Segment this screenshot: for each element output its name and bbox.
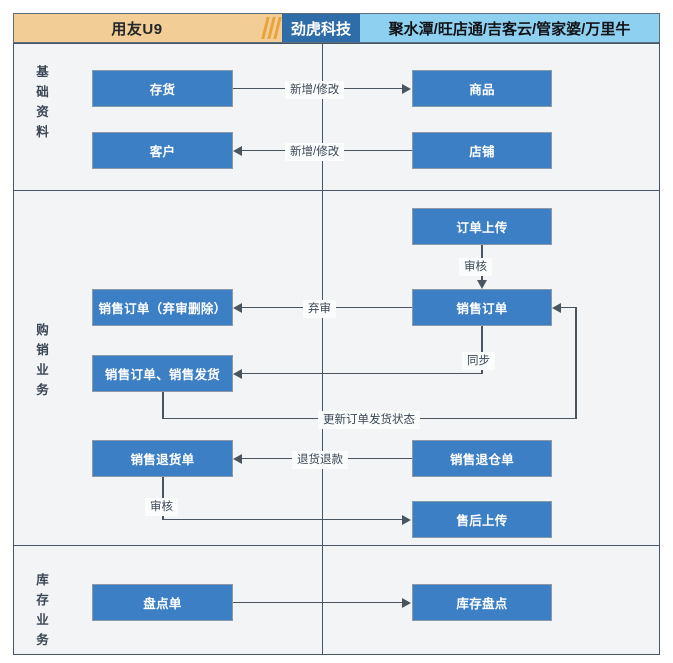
header-platforms-label: 聚水潭/旺店通/吉客云/管家婆/万里牛 [360, 14, 659, 42]
node-sales-order-void-delete[interactable]: 销售订单（弃审删除） [92, 289, 233, 326]
edge-stocktaking-to-inventory-check [233, 601, 403, 604]
edge-label-void: 弃审 [303, 300, 336, 318]
edge-label-return-refund: 退货退款 [292, 451, 348, 469]
section-divider-1 [13, 190, 660, 191]
node-shop[interactable]: 店铺 [412, 132, 552, 169]
section-label-trade-business: 购 销 业 务 [36, 323, 50, 397]
section-divider-2 [13, 545, 660, 546]
section-label-basic-data: 基 础 资 料 [36, 65, 50, 139]
edge-sync-horizontal [242, 372, 482, 375]
node-inventory[interactable]: 存货 [92, 70, 233, 107]
node-sales-return-order[interactable]: 销售退货单 [92, 440, 233, 477]
edge-update-status-right-vertical [575, 307, 577, 419]
edge-update-status-left-vertical [162, 392, 164, 419]
node-order-upload[interactable]: 订单上传 [412, 208, 552, 245]
node-sales-order[interactable]: 销售订单 [412, 289, 552, 326]
header-erp-system-label: 用友U9 [14, 14, 260, 42]
edge-label-add-modify-1: 新增/修改 [285, 81, 345, 99]
node-sales-warehouse-return[interactable]: 销售退仓单 [412, 440, 552, 477]
header-band: 用友U9 劲虎科技 聚水潭/旺店通/吉客云/管家婆/万里牛 [13, 13, 660, 43]
edge-arrow-shop-to-customer [233, 145, 242, 156]
header-brand-label: 劲虎科技 [282, 14, 360, 42]
edge-arrow-update-status-to-sales-order [552, 302, 561, 313]
edge-arrow-audit2-to-after-sales-upload [402, 514, 411, 525]
edge-audit2-horizontal [162, 518, 403, 521]
edge-label-audit-1: 审核 [459, 258, 492, 276]
edge-label-sync: 同步 [462, 352, 495, 370]
edge-label-add-modify-2: 新增/修改 [285, 143, 345, 161]
node-inventory-check[interactable]: 库存盘点 [412, 584, 552, 621]
edge-arrow-sync-to-delivery [233, 368, 242, 379]
node-product[interactable]: 商品 [412, 70, 552, 107]
node-sales-order-and-delivery[interactable]: 销售订单、销售发货 [92, 355, 233, 392]
edge-update-status-into-sales-order [561, 306, 577, 309]
center-column-divider [322, 43, 323, 655]
node-customer[interactable]: 客户 [92, 132, 233, 169]
edge-arrow-sales-order-to-void-delete [233, 302, 242, 313]
edge-label-audit-2: 审核 [145, 498, 178, 516]
node-stocktaking-sheet[interactable]: 盘点单 [92, 584, 233, 621]
node-after-sales-upload[interactable]: 售后上传 [412, 501, 552, 538]
edge-sync-vertical [481, 326, 483, 374]
edge-label-update-delivery-status: 更新订单发货状态 [318, 411, 420, 429]
edge-arrow-order-upload-to-sales-order [477, 280, 487, 289]
edge-arrow-inventory-to-product [402, 83, 411, 94]
edge-arrow-stocktaking-to-inventory-check [402, 597, 411, 608]
section-label-inventory-business: 库 存 业 务 [36, 573, 50, 647]
three-slash-logo-icon [260, 14, 282, 42]
edge-arrow-warehouse-return-to-sales-return [233, 453, 242, 464]
